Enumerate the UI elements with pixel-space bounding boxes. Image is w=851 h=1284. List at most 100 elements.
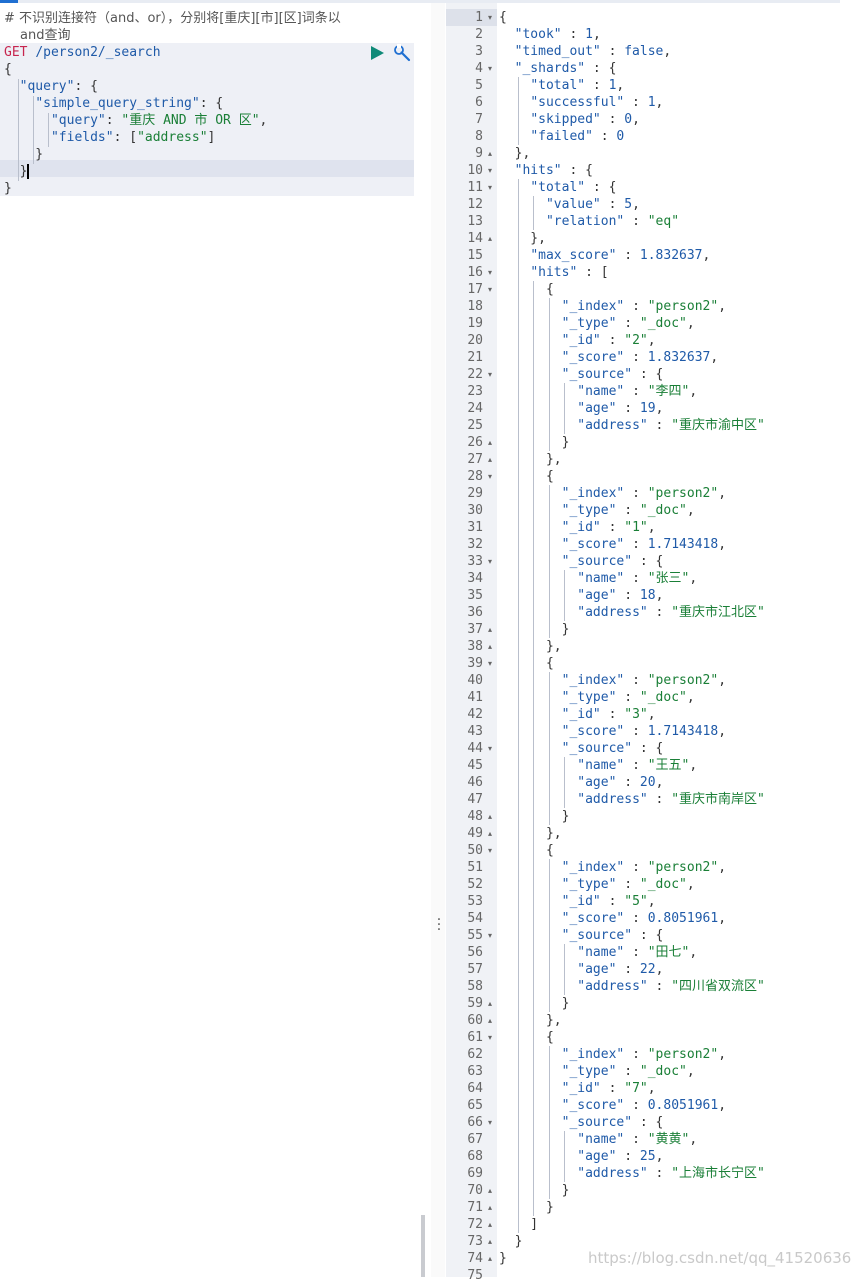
line-number: 74	[467, 1251, 483, 1266]
indent-guide	[533, 281, 535, 1216]
response-line: "_id" : "7",	[561, 1081, 656, 1096]
line-number: 66	[467, 1115, 483, 1130]
response-line: "_type" : "_doc",	[561, 690, 695, 705]
response-line: "_type" : "_doc",	[561, 877, 695, 892]
fold-open-icon[interactable]: ▾	[487, 744, 492, 753]
indent-guide	[517, 77, 519, 145]
response-line: "name" : "张三",	[577, 571, 698, 586]
fold-open-icon[interactable]: ▾	[487, 285, 492, 294]
request-body-line[interactable]: }	[4, 164, 30, 179]
line-number-gutter	[446, 3, 497, 1277]
response-line: },	[499, 1013, 562, 1028]
response-line: "address" : "重庆市南岸区"	[577, 792, 765, 807]
response-line: "address" : "上海市长宁区"	[577, 1166, 765, 1181]
response-line: "max_score" : 1.832637,	[530, 248, 711, 263]
fold-end-icon[interactable]: ▴	[487, 1237, 492, 1246]
indent-guide	[48, 113, 49, 147]
wrench-icon[interactable]	[393, 44, 411, 62]
line-number: 5	[475, 78, 483, 93]
line-number: 51	[467, 860, 483, 875]
fold-end-icon[interactable]: ▴	[487, 1186, 492, 1195]
fold-end-icon[interactable]: ▴	[487, 438, 492, 447]
response-line: "name" : "李四",	[577, 384, 698, 399]
indent-guide	[18, 79, 19, 181]
fold-end-icon[interactable]: ▴	[487, 1203, 492, 1212]
fold-end-icon[interactable]: ▴	[487, 234, 492, 243]
fold-open-icon[interactable]: ▾	[487, 557, 492, 566]
line-number: 70	[467, 1183, 483, 1198]
line-number: 14	[467, 231, 483, 246]
indent-guide	[33, 96, 34, 164]
response-line: "successful" : 1,	[530, 95, 664, 110]
fold-open-icon[interactable]: ▾	[487, 1033, 492, 1042]
fold-end-icon[interactable]: ▴	[487, 829, 492, 838]
line-number: 4	[475, 61, 483, 76]
vertical-dots-icon[interactable]: ···	[436, 912, 442, 938]
response-line: },	[499, 452, 562, 467]
response-line: "address" : "重庆市江北区"	[577, 605, 765, 620]
response-line: "_source" : {	[561, 741, 664, 756]
fold-end-icon[interactable]: ▴	[487, 999, 492, 1008]
request-editor-pane[interactable]	[0, 3, 430, 1277]
fold-open-icon[interactable]: ▾	[487, 268, 492, 277]
response-line: {	[499, 843, 554, 858]
request-body-line[interactable]: "simple_query_string": {	[35, 96, 224, 111]
request-body-line[interactable]: "query": {	[19, 79, 98, 94]
line-number: 26	[467, 435, 483, 450]
request-body-line[interactable]: "fields": ["address"]	[50, 130, 216, 145]
line-number: 48	[467, 809, 483, 824]
response-line: "_source" : {	[561, 1115, 664, 1130]
fold-open-icon[interactable]: ▾	[487, 472, 492, 481]
indent-guide	[548, 298, 550, 451]
line-number: 15	[467, 248, 483, 263]
fold-end-icon[interactable]: ▴	[487, 455, 492, 464]
request-body-line[interactable]: "query": "重庆 AND 市 OR 区",	[50, 113, 268, 128]
request-line[interactable]: GET /person2/_search	[4, 44, 161, 61]
request-body-line[interactable]: }	[4, 181, 12, 196]
line-number: 9	[475, 146, 483, 161]
line-number: 33	[467, 554, 483, 569]
line-number: 37	[467, 622, 483, 637]
response-pane[interactable]	[446, 3, 840, 1277]
fold-end-icon[interactable]: ▴	[487, 625, 492, 634]
left-scrollbar[interactable]	[421, 1215, 425, 1277]
fold-open-icon[interactable]: ▾	[487, 13, 492, 22]
response-line: "name" : "黄黄",	[577, 1132, 698, 1147]
active-tab-indicator	[0, 0, 18, 3]
request-body-line[interactable]: }	[4, 147, 44, 162]
fold-open-icon[interactable]: ▾	[487, 846, 492, 855]
fold-end-icon[interactable]: ▴	[487, 149, 492, 158]
fold-end-icon[interactable]: ▴	[487, 1220, 492, 1229]
fold-end-icon[interactable]: ▴	[487, 642, 492, 651]
fold-open-icon[interactable]: ▾	[487, 64, 492, 73]
indent-guide	[564, 1131, 566, 1182]
request-comment-line: and查询	[20, 28, 71, 43]
response-line: "took" : 1,	[514, 27, 601, 42]
fold-end-icon[interactable]: ▴	[487, 1016, 492, 1025]
response-line: "total" : {	[530, 180, 617, 195]
indent-guide	[517, 179, 519, 1233]
response-line: "age" : 25,	[577, 1149, 664, 1164]
fold-end-icon[interactable]: ▴	[487, 812, 492, 821]
fold-open-icon[interactable]: ▾	[487, 370, 492, 379]
indent-guide	[564, 383, 566, 434]
line-number: 54	[467, 911, 483, 926]
request-body-line[interactable]: {	[4, 62, 12, 77]
play-icon[interactable]	[369, 45, 385, 61]
response-line: "_source" : {	[561, 928, 664, 943]
response-line: "_id" : "3",	[561, 707, 656, 722]
response-line: "_type" : "_doc",	[561, 503, 695, 518]
pane-resizer[interactable]	[431, 3, 445, 1277]
line-number: 18	[467, 299, 483, 314]
line-number: 1	[475, 10, 483, 25]
fold-open-icon[interactable]: ▾	[487, 1118, 492, 1127]
fold-open-icon[interactable]: ▾	[487, 659, 492, 668]
fold-end-icon[interactable]: ▴	[487, 1254, 492, 1263]
response-line: }	[499, 1183, 570, 1198]
fold-open-icon[interactable]: ▾	[487, 183, 492, 192]
fold-open-icon[interactable]: ▾	[487, 166, 492, 175]
response-line: "_index" : "person2",	[561, 299, 727, 314]
line-number: 52	[467, 877, 483, 892]
fold-open-icon[interactable]: ▾	[487, 931, 492, 940]
response-line: }	[499, 1200, 554, 1215]
